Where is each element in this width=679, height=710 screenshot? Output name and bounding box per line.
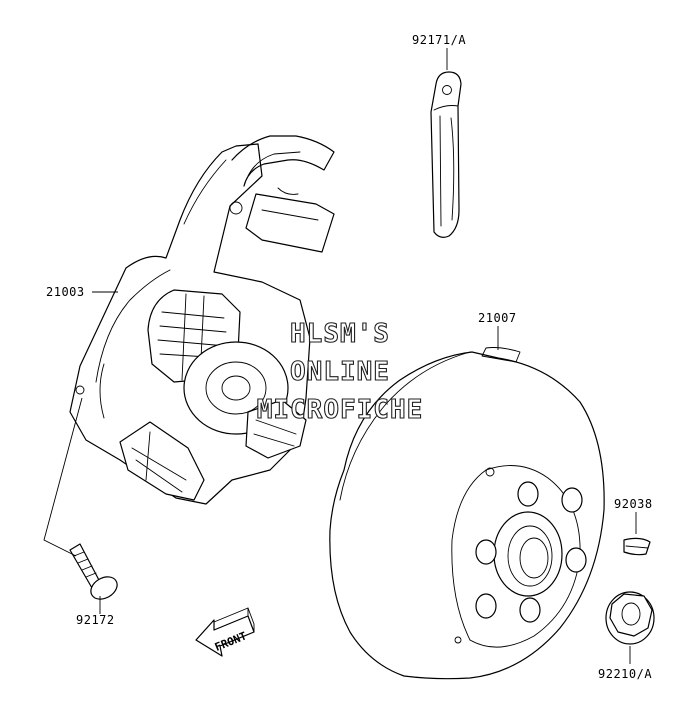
screw-alignment-line bbox=[43, 397, 83, 557]
flywheel-part bbox=[329, 347, 605, 680]
label-92171-a: 92171/A bbox=[412, 33, 466, 47]
watermark-line-1: HLSM'S bbox=[290, 319, 390, 349]
screw-part bbox=[69, 543, 118, 600]
watermark-line-2: ONLINE bbox=[290, 357, 390, 387]
label-92210-a: 92210/A bbox=[598, 667, 652, 681]
watermark: HLSM'S ONLINE MICROFICHE bbox=[256, 318, 424, 425]
front-direction-arrow: FRONT bbox=[195, 607, 255, 657]
label-21003: 21003 bbox=[46, 285, 85, 299]
label-92172: 92172 bbox=[76, 613, 115, 627]
rubber-strap-part bbox=[430, 71, 462, 238]
label-92038: 92038 bbox=[614, 497, 653, 511]
watermark-line-3: MICROFICHE bbox=[257, 395, 424, 425]
woodruff-key-part bbox=[623, 537, 651, 556]
flange-nut-part bbox=[605, 591, 655, 645]
stator-assembly-part bbox=[69, 135, 335, 505]
label-21007: 21007 bbox=[478, 311, 517, 325]
